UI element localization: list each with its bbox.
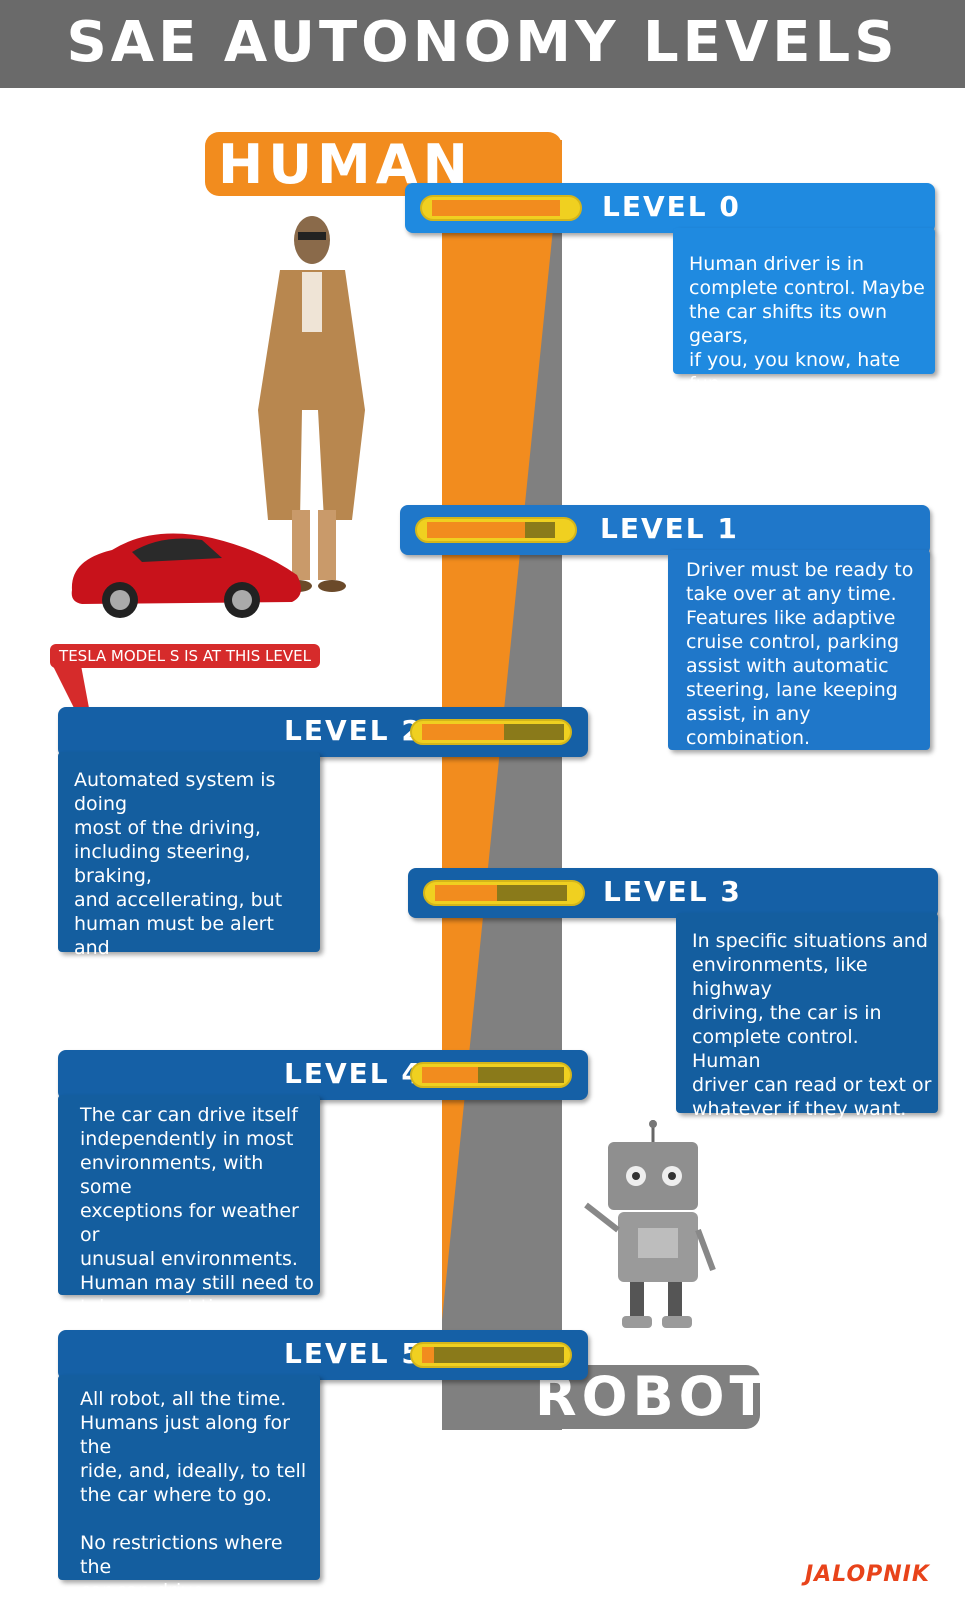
level-0-card: Human driver is in complete control. May… [673, 228, 935, 395]
level-5-label: LEVEL 5 [284, 1337, 423, 1370]
level-3-card: In specific situations and environments,… [676, 913, 938, 1120]
level-3-description: In specific situations and environments,… [692, 930, 932, 1120]
level-0-label: LEVEL 0 [602, 190, 741, 223]
jalopnik-logo: JALOPNIK [805, 1562, 930, 1587]
level-4-label: LEVEL 4 [284, 1057, 423, 1090]
tesla-car-illustration [71, 533, 301, 618]
level-1-description: Driver must be ready to take over at any… [686, 559, 914, 749]
level-2-label: LEVEL 2 [284, 714, 423, 747]
human-figure-illustration [258, 216, 365, 592]
level-2-card: Automated system is doing most of the dr… [58, 752, 320, 1031]
level-4-meter [410, 1062, 572, 1088]
level-5-card: All robot, all the time. Humans just alo… [58, 1375, 320, 1602]
level-4-description: The car can drive itself independently i… [80, 1104, 314, 1318]
level-4-card: The car can drive itself independently i… [58, 1095, 320, 1318]
page-title: SAE AUTONOMY LEVELS [66, 10, 899, 75]
level-2-description: Automated system is doing most of the dr… [74, 769, 283, 1031]
level-1-meter [415, 517, 577, 543]
level-0-meter [420, 195, 582, 221]
level-5-description: All robot, all the time. Humans just alo… [80, 1388, 307, 1602]
tesla-callout: TESLA MODEL S IS AT THIS LEVEL [50, 644, 320, 668]
level-3-label: LEVEL 3 [603, 875, 742, 908]
level-0-description: Human driver is in complete control. May… [689, 253, 925, 395]
level-2-meter [410, 719, 572, 745]
level-1-card: Driver must be ready to take over at any… [668, 550, 930, 750]
level-3-meter [423, 880, 585, 906]
header-bar [0, 0, 965, 88]
robot-illustration [584, 1120, 716, 1328]
level-1-label: LEVEL 1 [600, 512, 739, 545]
level-5-meter [410, 1342, 572, 1368]
